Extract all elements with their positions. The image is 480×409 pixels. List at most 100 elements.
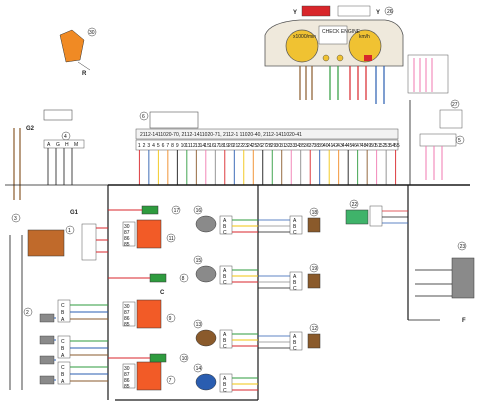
connector-27: 27 5 [409,99,465,185]
ecu-pin-number: 47 [356,143,362,149]
relay-pin: 85 [124,242,130,248]
ecu-pin-number: 54 [389,143,395,149]
callout-10: 10 [182,356,188,362]
ecu-pin-number: 29 [271,143,277,149]
ecu-pin-number: 43 [337,143,343,149]
ecu-pin-number: 32 [285,143,291,149]
relay-pin: 86 [124,378,130,384]
ecu-pin-number: 34 [294,143,300,149]
relay-pin: 30 [124,304,130,310]
ecu-pin-number: 53 [385,143,391,149]
ecu-pin-number: 24 [247,143,253,149]
label-g1: G1 [70,210,79,216]
relay-pin: 85 [124,322,130,328]
component-23: F [408,257,475,324]
warning-lamp-icon [322,54,330,62]
callout-11: 11 [169,236,174,242]
callout-19: 19 [312,266,318,272]
ecu-pin-number: 13 [195,143,201,149]
warning-lamp-icon [364,55,372,61]
ecu-pin-number: 25 [252,143,258,149]
callout-8: 8 [182,276,185,282]
spark-plug-group [39,313,56,385]
ecu-pin-number: 14 [200,143,206,149]
ecu-pin-number: 55 [394,143,400,149]
ecu-pin-number: 45 [347,143,353,149]
ecu-pin-number: 9 [176,143,179,149]
callout-30: 30 [89,30,95,36]
connector-pin: B [61,372,65,378]
diag-pin: H [65,142,69,148]
ecu-pin-number: 36 [304,143,310,149]
connector-pin: B [223,274,227,280]
relay-pin: 85 [124,384,130,390]
callout-6: 6 [142,114,145,120]
diag-pin: A [47,142,51,148]
connector-pin: C [223,280,227,286]
c-label: C [160,290,165,296]
tachometer-gauge [285,29,319,63]
callout-9: 9 [169,316,172,322]
fuse-17 [141,205,159,215]
ecu-pin-number: 23 [242,143,248,149]
relay-pin: 87 [124,372,130,378]
ecu-pin-number: 37 [309,143,315,149]
ecu-pin-number: 46 [351,143,357,149]
sensor-13 [195,329,217,347]
ecu-pin-number: 49 [366,143,372,149]
connector-pin: A [293,274,297,280]
ecu-pin-number: 3 [147,143,150,149]
connector-pin: C [61,303,65,309]
ecu-pin-number: 4 [152,143,155,149]
connector-pin: B [293,340,297,346]
connector-pin: C [223,230,227,236]
ecu-title: 2112-1411020-70, 2112-1411020-71, 2112-1… [140,132,302,138]
connector-pin: A [61,353,65,359]
relay-9 [136,299,162,329]
ecu-pin-number: 10 [181,143,187,149]
sensor-14 [195,373,217,391]
diag-pin: M [74,142,78,148]
ecu-pin-number: 35 [299,143,305,149]
label-y2: Y [376,10,380,16]
spark-plug-icon [39,355,55,365]
spark-plug-icon [39,335,55,345]
ecu-pin-number: 48 [361,143,367,149]
ecu-pin-number: 18 [219,143,225,149]
tachometer-label: x1000/min [293,34,316,40]
ecu-pin-number: 20 [228,143,234,149]
relay-pin: 87 [124,310,130,316]
fuse-label: F [462,318,466,324]
ecu-pin-number: 52 [380,143,386,149]
callout-3: 3 [14,216,17,222]
relay-11 [136,219,162,249]
connector-pin: A [223,218,227,224]
ecu-pin-number: 30 [275,143,281,149]
ecu-pin-number: 21 [233,143,239,149]
callout-26: 26 [387,9,393,15]
ecu-pin-number: 51 [375,143,381,149]
connector-pin: C [61,365,65,371]
ignition-module: 3 G1 1 2 [9,210,108,390]
ecu-connector: 6 2112-1411020-70, 2112-1411020-71, 2112… [135,111,400,185]
check-engine-label: CHECK ENGINE [322,29,361,35]
relay-7 [136,361,162,391]
connector-pin: C [61,339,65,345]
connector-pin: A [223,376,227,382]
ecu-pin-number: 17 [214,143,220,149]
connector-pin: C [223,344,227,350]
ecu-pin-number: 7 [166,143,169,149]
callout-5: 5 [458,138,461,144]
ecu-pin-number: 33 [290,143,296,149]
connector-pin: C [223,388,227,394]
connector-pin: B [293,224,297,230]
sensor-22 [345,209,369,225]
sensor-16 [195,215,217,233]
ecu-pin-number: 27 [261,143,267,149]
callout-27: 27 [452,102,458,108]
connector-pin: B [61,346,65,352]
ecu-pin-number: 19 [223,143,229,149]
callout-4: 4 [64,134,67,140]
